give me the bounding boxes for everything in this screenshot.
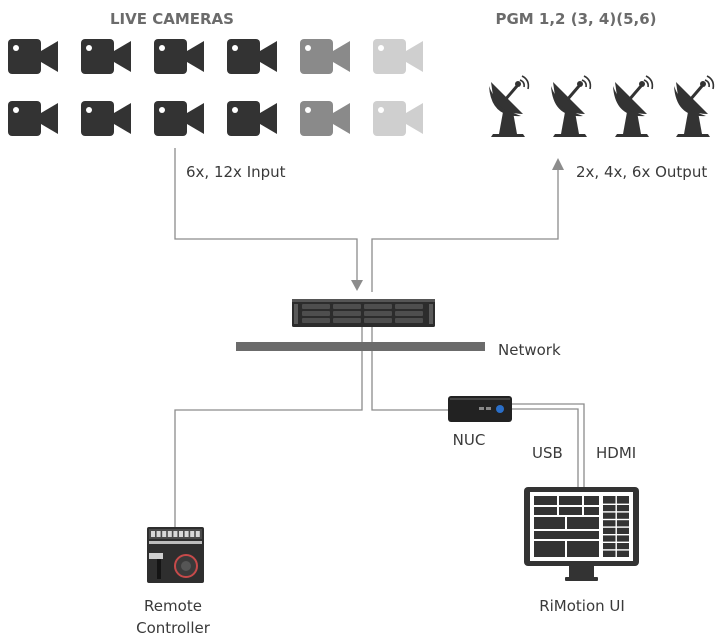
network-wiring [174,327,448,527]
remote-controller-icon [147,527,204,583]
video-camera-icon [154,101,204,136]
video-camera-icon [373,101,423,136]
output-label: 2x, 4x, 6x Output [576,163,707,181]
satellite-dish-icon [551,75,592,137]
video-camera-icon [81,101,131,136]
nuc-device-icon [448,396,512,422]
live-cameras-heading: LIVE CAMERAS [110,10,234,28]
display-cables [512,403,585,487]
video-camera-icon [8,39,58,74]
video-camera-icon [227,39,277,74]
video-camera-icon [300,39,350,74]
hdmi-label: HDMI [596,444,636,462]
satellite-dish-icon [613,75,654,137]
rimotion-ui-label: RiMotion UI [539,597,625,615]
network-bar [236,342,485,351]
nuc-label: NUC [453,431,486,449]
server-rack-icon [292,299,435,327]
pgm-heading: PGM 1,2 (3, 4)(5,6) [495,10,656,28]
remote-label-line2: Controller [136,619,211,637]
network-label: Network [498,341,561,359]
satellite-dish-icon [489,75,530,137]
input-connection [174,148,363,291]
output-arrowhead [552,158,564,170]
video-camera-icon [8,101,58,136]
input-label: 6x, 12x Input [186,163,286,181]
remote-label-line1: Remote [144,597,202,615]
live-camera-grid [8,39,423,136]
input-arrowhead [351,280,363,291]
satellite-dish-row [489,75,715,137]
video-camera-icon [154,39,204,74]
video-camera-icon [300,101,350,136]
satellite-dish-icon [674,75,715,137]
video-camera-icon [81,39,131,74]
video-camera-icon [373,39,423,74]
usb-label: USB [532,444,563,462]
output-connection [371,158,564,292]
monitor-icon [524,487,639,581]
video-camera-icon [227,101,277,136]
